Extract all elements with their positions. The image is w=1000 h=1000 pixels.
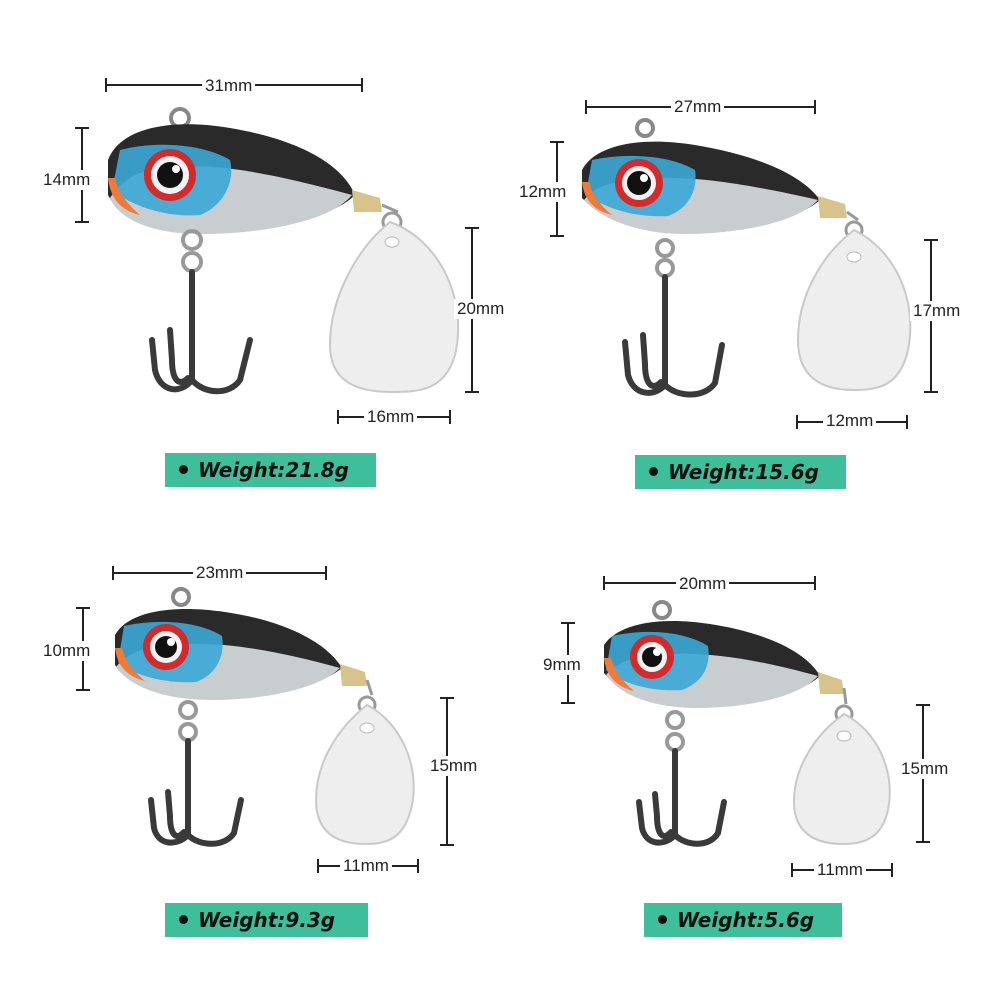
blade-width-label: 12mm — [823, 411, 877, 431]
lure-panel-3: 23mm 10mm 15mm 11mm Weight:9.3g — [0, 500, 500, 1000]
blade-width-label: 11mm — [814, 860, 866, 880]
weight-label: Weight:21.8g — [198, 458, 349, 482]
treble-hook-icon — [148, 700, 244, 847]
weight-badge: Weight:15.6g — [635, 455, 846, 489]
body-length-label: 27mm — [671, 97, 725, 117]
treble-hook-icon — [636, 710, 727, 847]
blade-length-label: 17mm — [910, 301, 964, 321]
weight-label: Weight:15.6g — [668, 460, 819, 484]
weight-badge: Weight:9.3g — [165, 903, 368, 937]
eyelet-icon — [652, 600, 672, 620]
blade-length-label: 20mm — [454, 299, 508, 319]
body-height-label: 12mm — [516, 182, 570, 202]
spinner-blade-icon — [314, 703, 415, 846]
lure-illustration — [76, 566, 454, 873]
spinner-blade-icon — [792, 712, 891, 846]
body-length-label: 23mm — [193, 563, 247, 583]
lure-illustration — [561, 576, 930, 877]
body-height-label: 14mm — [40, 170, 94, 190]
lure-illustration — [75, 78, 479, 424]
weight-badge: Weight:21.8g — [165, 453, 376, 487]
spinner-blade-icon — [796, 228, 912, 392]
lure-panel-2: 27mm 12mm 17mm 12mm Weight:15.6g — [500, 0, 1000, 500]
bullet-dot-icon — [179, 915, 188, 924]
treble-hook-icon — [622, 238, 725, 398]
lure-illustration — [550, 100, 938, 429]
bullet-dot-icon — [179, 465, 188, 474]
eyelet-icon — [171, 587, 191, 607]
treble-hook-icon — [149, 229, 253, 395]
body-height-label: 9mm — [540, 655, 584, 675]
weight-label: Weight:9.3g — [198, 908, 336, 932]
weight-badge: Weight:5.6g — [644, 903, 842, 937]
lure-panel-4: 20mm 9mm 15mm 11mm Weight:5.6g — [500, 500, 1000, 1000]
body-length-label: 20mm — [676, 574, 730, 594]
bullet-dot-icon — [649, 467, 658, 476]
bullet-dot-icon — [658, 915, 667, 924]
lure-panel-1: 31mm 14mm 20mm 16mm Weight:21.8g — [0, 0, 508, 500]
blade-width-label: 16mm — [364, 407, 418, 427]
eyelet-icon — [635, 118, 655, 138]
blade-width-label: 11mm — [340, 856, 392, 876]
body-height-label: 10mm — [40, 641, 94, 661]
weight-label: Weight:5.6g — [677, 908, 815, 932]
blade-length-label: 15mm — [898, 759, 952, 779]
spinner-blade-icon — [328, 220, 460, 394]
body-length-label: 31mm — [202, 76, 256, 96]
blade-length-label: 15mm — [427, 756, 481, 776]
